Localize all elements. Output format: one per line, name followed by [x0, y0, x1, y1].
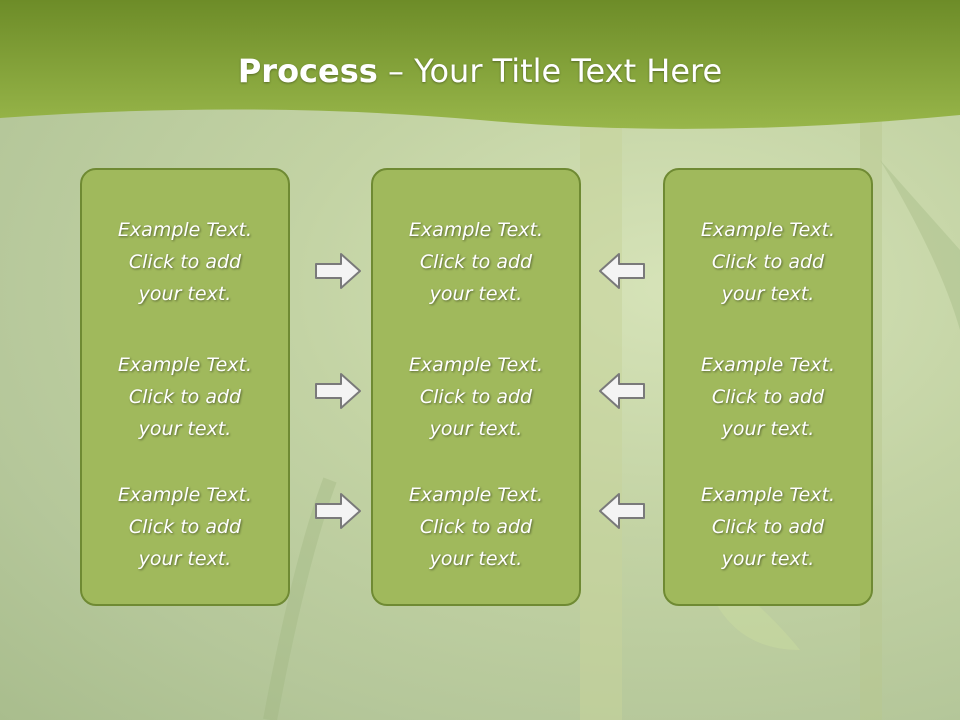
- text-line: your text.: [138, 283, 232, 305]
- text-line: your text.: [721, 283, 815, 305]
- text-line: Click to add: [419, 386, 533, 408]
- text-placeholder[interactable]: Example Text. Click to add your text.: [82, 349, 288, 445]
- left-process-box[interactable]: Example Text. Click to add your text. Ex…: [80, 168, 290, 606]
- text-placeholder[interactable]: Example Text. Click to add your text.: [373, 214, 579, 310]
- text-line: your text.: [138, 418, 232, 440]
- text-placeholder[interactable]: Example Text. Click to add your text.: [373, 479, 579, 575]
- arrow-left-icon: [599, 493, 645, 529]
- text-line: your text.: [429, 548, 523, 570]
- text-line: Example Text.: [408, 354, 544, 376]
- text-line: your text.: [138, 548, 232, 570]
- text-line: Example Text.: [117, 219, 253, 241]
- arrow-left-icon: [599, 253, 645, 289]
- text-line: Click to add: [419, 516, 533, 538]
- text-line: Click to add: [128, 251, 242, 273]
- text-placeholder[interactable]: Example Text. Click to add your text.: [665, 214, 871, 310]
- text-line: Click to add: [128, 516, 242, 538]
- text-placeholder[interactable]: Example Text. Click to add your text.: [373, 349, 579, 445]
- text-line: Example Text.: [700, 219, 836, 241]
- arrow-right-icon: [315, 253, 361, 289]
- text-line: Example Text.: [408, 219, 544, 241]
- text-line: Click to add: [419, 251, 533, 273]
- text-line: Example Text.: [117, 354, 253, 376]
- text-line: your text.: [429, 283, 523, 305]
- text-line: Example Text.: [700, 354, 836, 376]
- text-line: your text.: [721, 548, 815, 570]
- text-line: Example Text.: [117, 484, 253, 506]
- slide-title[interactable]: Process – Your Title Text Here: [0, 52, 960, 90]
- text-line: your text.: [721, 418, 815, 440]
- arrow-right-icon: [315, 373, 361, 409]
- text-line: Click to add: [128, 386, 242, 408]
- arrow-left-icon: [599, 373, 645, 409]
- arrow-right-icon: [315, 493, 361, 529]
- text-placeholder[interactable]: Example Text. Click to add your text.: [82, 214, 288, 310]
- text-line: Click to add: [711, 516, 825, 538]
- title-rest: – Your Title Text Here: [377, 52, 723, 90]
- text-line: Example Text.: [700, 484, 836, 506]
- title-bold: Process: [237, 52, 378, 90]
- header-band: [0, 0, 960, 129]
- text-line: your text.: [429, 418, 523, 440]
- middle-process-box[interactable]: Example Text. Click to add your text. Ex…: [371, 168, 581, 606]
- text-line: Click to add: [711, 251, 825, 273]
- text-line: Example Text.: [408, 484, 544, 506]
- text-line: Click to add: [711, 386, 825, 408]
- text-placeholder[interactable]: Example Text. Click to add your text.: [665, 349, 871, 445]
- text-placeholder[interactable]: Example Text. Click to add your text.: [665, 479, 871, 575]
- right-process-box[interactable]: Example Text. Click to add your text. Ex…: [663, 168, 873, 606]
- text-placeholder[interactable]: Example Text. Click to add your text.: [82, 479, 288, 575]
